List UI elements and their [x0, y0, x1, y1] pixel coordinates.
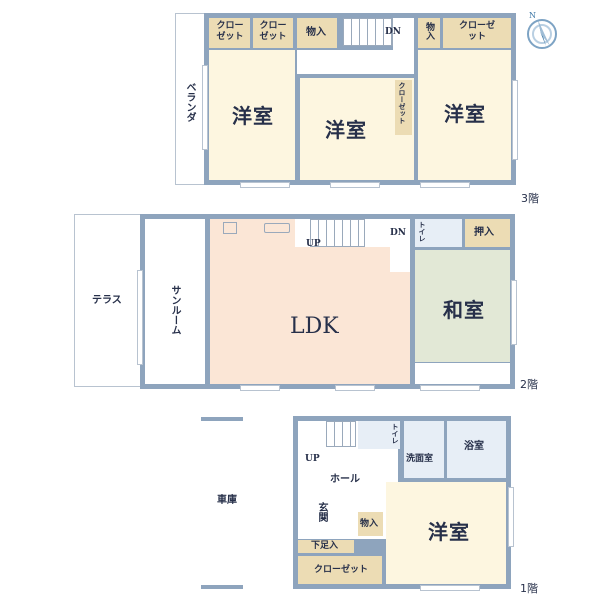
hall-2f [390, 247, 410, 272]
storage-3f-center [297, 18, 337, 48]
bathroom [447, 421, 506, 478]
window [420, 585, 480, 591]
room-label: 洋室 [325, 118, 367, 142]
storage-label: 物入 [306, 27, 326, 38]
closet-label: クローゼット [458, 21, 495, 42]
garage-label: 車庫 [217, 495, 237, 506]
sink-icon [264, 223, 290, 233]
storage-label: 物入 [424, 22, 434, 40]
toilet-label: トイレ [391, 423, 400, 444]
oshiire [465, 219, 510, 247]
room-western-3f-left [209, 50, 295, 180]
stairs-3f[interactable] [343, 18, 393, 46]
window [202, 65, 208, 150]
window [335, 385, 375, 391]
closet-label: クローゼット [314, 565, 369, 575]
stairs-down-label: DN [390, 228, 407, 238]
room-label: 洋室 [232, 104, 274, 128]
toilet-2f [415, 219, 462, 247]
storage-1f [358, 512, 383, 536]
washroom-label: 洗面室 [406, 454, 434, 464]
terrace-label: テラス [92, 295, 122, 306]
stairs-1f[interactable] [326, 421, 356, 447]
window [330, 182, 380, 188]
window [137, 270, 143, 365]
room-washitsu [415, 250, 510, 362]
entrance-label: 玄関 [316, 502, 327, 522]
bathroom-label: 浴室 [464, 441, 484, 452]
veranda-label: ベランダ [184, 82, 195, 122]
svg-text:N: N [529, 11, 536, 20]
room-label: 洋室 [428, 520, 470, 544]
window [508, 487, 514, 547]
window [512, 80, 518, 160]
garage-marker-bottom [201, 585, 243, 589]
closet-3f-vertical [395, 80, 412, 135]
closet-3f-1 [209, 18, 250, 48]
stairs-down-label: DN [385, 27, 402, 37]
sunroom-label: サンルーム [169, 285, 180, 335]
floor-label-1f: 1階 [520, 582, 538, 595]
window [240, 182, 290, 188]
window [420, 182, 470, 188]
room-label: 洋室 [444, 102, 486, 126]
shoe-storage [298, 540, 354, 553]
terrace [74, 214, 142, 387]
closet-3f-2 [253, 18, 293, 48]
toilet-label: トイレ [418, 221, 427, 242]
stair-landing-3f [393, 18, 414, 50]
stove-icon [223, 222, 237, 234]
room-western-1f [386, 482, 506, 584]
storage-label: 物入 [360, 519, 379, 529]
closet-3f-right [443, 18, 511, 48]
stairs-2f[interactable] [310, 219, 365, 247]
closet-1f [298, 556, 382, 584]
room-western-3f-right [418, 50, 511, 180]
veranda [175, 13, 207, 185]
sunroom [145, 219, 205, 384]
stairs-up-label: UP [305, 454, 320, 464]
floor-label-3f: 3階 [521, 192, 539, 205]
shoe-storage-label: 下足入 [311, 541, 339, 551]
storage-3f-right [418, 18, 440, 48]
oshiire-label: 押入 [474, 227, 494, 238]
closet-label: クローゼット [398, 82, 407, 124]
washroom [404, 421, 444, 478]
compass-icon: N [520, 6, 560, 54]
hallway-2f-bottom [415, 363, 510, 384]
floor-label-2f: 2階 [520, 378, 538, 391]
stairs-up-label: UP [306, 239, 321, 249]
window [511, 280, 517, 345]
room-label: 和室 [443, 298, 485, 322]
window [420, 385, 480, 391]
hall-label: ホール [330, 474, 360, 485]
closet-label: クローゼット [259, 21, 287, 42]
window [240, 385, 280, 391]
garage-marker-top [201, 417, 243, 421]
closet-label: クローゼット [216, 21, 244, 42]
toilet-1f [358, 421, 400, 449]
room-label-ldk: LDK [290, 314, 339, 339]
hall-3f [297, 50, 414, 74]
